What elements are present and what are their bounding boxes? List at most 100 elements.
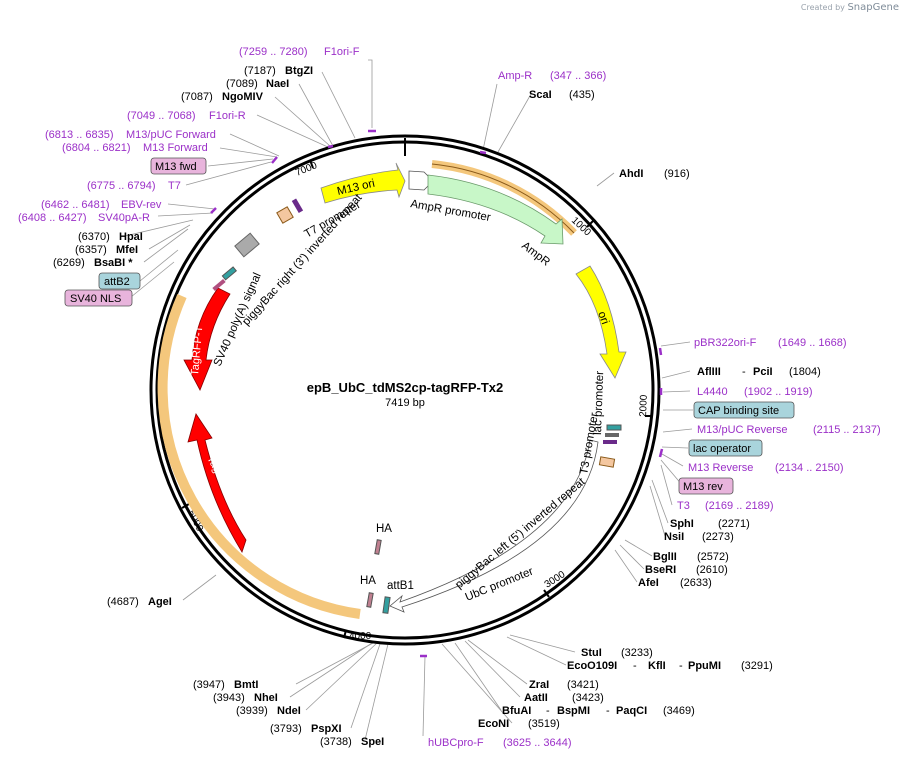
attb2-box-label: attB2 xyxy=(104,276,130,288)
credit-prefix: Created by xyxy=(800,3,845,12)
pcii-name: PciI xyxy=(753,366,773,378)
svg-text:-: - xyxy=(606,705,610,717)
ndei-name: NdeI xyxy=(277,705,301,717)
cap-mark xyxy=(606,424,622,431)
ppumi-name: PpuMI xyxy=(688,660,721,672)
bseri-name: BseRI xyxy=(645,564,676,576)
sv40-nls-box-label: SV40 NLS xyxy=(70,293,121,305)
pspxi-num: (3793) xyxy=(270,723,302,735)
tagrfp-arrow-1 xyxy=(183,287,231,391)
m13-ori-arrow xyxy=(320,162,406,204)
l4440-name: L4440 xyxy=(697,386,728,398)
leader-lines xyxy=(124,59,693,741)
pspxi-name: PspXI xyxy=(311,723,342,735)
bglii-name: BglII xyxy=(653,551,677,563)
cap-box-label: CAP binding site xyxy=(698,405,779,417)
bmti-name: BmtI xyxy=(234,679,258,691)
t3-name: T3 xyxy=(677,500,690,512)
lac-operator-box-label: lac operator xyxy=(693,443,751,455)
scai-name: ScaI xyxy=(529,89,552,101)
agei-num: (4687) xyxy=(107,596,139,608)
cap-box xyxy=(693,401,795,419)
t7-promoter-mark xyxy=(291,198,304,214)
ampr-arrow xyxy=(427,174,564,245)
sv40-polya-box xyxy=(234,232,260,258)
afliii-name: AflIII xyxy=(697,366,721,378)
ecoo109i-num: (3291) xyxy=(741,660,773,672)
hubcpro-f-name: hUBCpro-F xyxy=(428,737,484,749)
m13-rev-box-label: M13 rev xyxy=(683,481,723,493)
plasmid-name: epB_UbC_tdMS2cp-tagRFP-Tx2 xyxy=(307,380,503,395)
paqci-name: PaqCI xyxy=(616,705,647,717)
agei-name: AgeI xyxy=(148,596,172,608)
bmti-num: (3947) xyxy=(193,679,225,691)
m13-forward-name: M13 Forward xyxy=(143,142,208,154)
ori-arrow xyxy=(575,265,627,379)
attb1-mark xyxy=(382,596,391,614)
ampr-label: AmpR xyxy=(519,240,552,269)
f1ori-f-range: (7259 .. 7280) xyxy=(239,46,308,58)
m13-reverse-range: (2134 .. 2150) xyxy=(775,462,844,474)
zrai-name: ZraI xyxy=(529,679,549,691)
svg-text:-: - xyxy=(679,660,683,672)
bfuai-name: BfuAI xyxy=(502,705,531,717)
afei-name: AfeI xyxy=(638,577,659,589)
hpai-num: (6370) xyxy=(78,231,110,243)
hpai-name: HpaI xyxy=(119,231,143,243)
stui-name: StuI xyxy=(581,647,602,659)
ha-label-1: HA xyxy=(376,523,392,535)
sphi-name: SphI xyxy=(670,518,694,530)
primer-marks xyxy=(210,129,664,658)
pbr322ori-f-range: (1649 .. 1668) xyxy=(778,337,847,349)
naei-num: (7089) xyxy=(226,78,258,90)
l4440-range: (1902 .. 1919) xyxy=(744,386,813,398)
naei-name: NaeI xyxy=(266,78,289,90)
spei-num: (3738) xyxy=(320,736,352,748)
m13-forward-range: (6804 .. 6821) xyxy=(62,142,131,154)
amp-r-name: Amp-R xyxy=(498,70,532,82)
nhei-num: (3943) xyxy=(213,692,245,704)
nhei-name: NheI xyxy=(254,692,278,704)
afliii-num: (1804) xyxy=(789,366,821,378)
tagrfp-arrow-2 xyxy=(187,413,247,553)
m13puc-f-name: M13/pUC Forward xyxy=(126,129,216,141)
btgzi-name: BtgZI xyxy=(285,65,313,77)
mfei-num: (6357) xyxy=(75,244,107,256)
svg-text:-: - xyxy=(633,660,637,672)
bsabi-name: BsaBI * xyxy=(94,257,133,269)
econi-num: (3519) xyxy=(528,718,560,730)
kfli-name: KflI xyxy=(648,660,666,672)
ori-label: ori xyxy=(595,310,611,326)
nsii-num: (2273) xyxy=(702,531,734,543)
ahdi-num: (916) xyxy=(664,168,690,180)
ha-label-2: HA xyxy=(360,575,376,587)
lac-promoter-label: lac promoter xyxy=(592,371,606,435)
left-top-labels: (7259 .. 7280) F1ori-F (7187) BtgZI (708… xyxy=(18,46,360,307)
attb1-label: attB1 xyxy=(387,580,414,592)
snapgene-credit: Created by SnapGene xyxy=(801,2,899,13)
m13-fwd-box-label: M13 fwd xyxy=(155,161,197,173)
lac-operator-mark xyxy=(603,440,617,444)
btgzi-num: (7187) xyxy=(244,65,276,77)
aatii-num: (3423) xyxy=(572,692,604,704)
amp-r-range: (347 .. 366) xyxy=(550,70,606,82)
pb-right-box xyxy=(276,206,294,224)
m13puc-f-range: (6813 .. 6835) xyxy=(45,129,114,141)
tick-7000: 7000 xyxy=(294,160,319,179)
sphi-num: (2271) xyxy=(718,518,750,530)
nsii-name: NsiI xyxy=(664,531,684,543)
ubc-pb-arrow xyxy=(389,439,599,613)
t3-mark xyxy=(598,456,616,468)
sv40pa-r-range: (6408 .. 6427) xyxy=(18,212,87,224)
zrai-num: (3421) xyxy=(567,679,599,691)
svg-text:-: - xyxy=(546,705,550,717)
spei-name: SpeI xyxy=(361,736,384,748)
ebv-rev-range: (6462 .. 6481) xyxy=(41,199,110,211)
ngomiv-num: (7087) xyxy=(181,91,213,103)
bsabi-num: (6269) xyxy=(53,257,85,269)
m13puc-rev-name: M13/pUC Reverse xyxy=(697,424,787,436)
m13-fwd-box xyxy=(150,157,207,175)
t3-range: (2169 .. 2189) xyxy=(705,500,774,512)
ebv-rev-name: EBV-rev xyxy=(121,199,162,211)
